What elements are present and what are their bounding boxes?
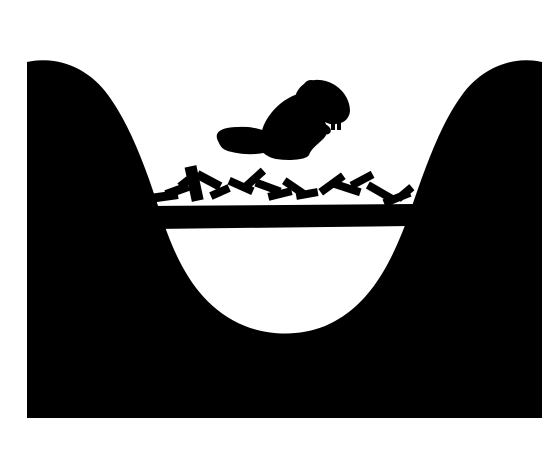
- beaver-dam-silhouette: [145, 165, 417, 229]
- beaver-silhouette: [216, 79, 350, 160]
- valley-silhouette: [27, 60, 542, 419]
